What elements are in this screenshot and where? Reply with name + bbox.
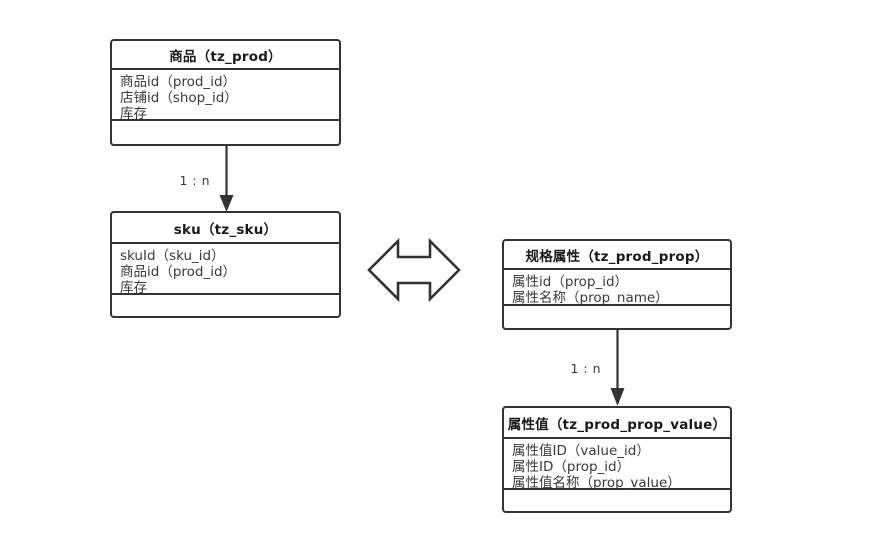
attribute-row: 属性ID（prop_id） (512, 459, 631, 475)
entity-tz-prod-prop[interactable]: 规格属性（tz_prod_prop） 属性id（prop_id） 属性名称（pr… (502, 239, 732, 330)
entity-methods-tz-sku (112, 295, 339, 316)
attribute-row: 库存 (120, 106, 147, 122)
attribute-row: 店铺id（shop_id） (120, 90, 238, 106)
entity-methods-tz-prod (112, 121, 339, 144)
relation-label-prod-to-sku: 1 : n (179, 173, 210, 188)
attribute-row: 库存 (120, 280, 147, 296)
attribute-row: 商品id（prod_id） (120, 264, 237, 280)
entity-tz-prod-prop-value[interactable]: 属性值（tz_prod_prop_value） 属性值ID（value_id） … (502, 406, 732, 513)
attribute-row: 商品id（prod_id） (120, 74, 237, 90)
attribute-row: 属性名称（prop_name） (512, 290, 669, 306)
entity-methods-tz-prod-prop (504, 306, 730, 328)
entity-tz-prod[interactable]: 商品（tz_prod） 商品id（prod_id） 店铺id（shop_id） … (110, 39, 341, 146)
entity-methods-tz-prod-prop-value (504, 490, 730, 511)
entity-title-tz-prod: 商品（tz_prod） (112, 41, 339, 70)
entity-attributes-tz-prod-prop-value: 属性值ID（value_id） 属性ID（prop_id） 属性值名称（prop… (504, 439, 730, 491)
double-headed-arrow-icon (367, 237, 461, 303)
entity-title-tz-prod-prop-value: 属性值（tz_prod_prop_value） (504, 408, 730, 439)
entity-attributes-tz-prod: 商品id（prod_id） 店铺id（shop_id） 库存 (112, 70, 339, 122)
entity-title-tz-sku: sku（tz_sku） (112, 213, 339, 244)
connector-prod-to-sku (219, 144, 234, 212)
connector-prop-to-prop-value (610, 328, 625, 406)
relation-label-prop-to-prop-value: 1 : n (570, 361, 601, 376)
entity-tz-sku[interactable]: sku（tz_sku） skuId（sku_id） 商品id（prod_id） … (110, 211, 341, 318)
attribute-row: skuId（sku_id） (120, 248, 225, 264)
attribute-row: 属性值ID（value_id） (512, 443, 650, 459)
attribute-row: 属性id（prop_id） (512, 274, 629, 290)
entity-attributes-tz-prod-prop: 属性id（prop_id） 属性名称（prop_name） (504, 270, 730, 306)
attribute-row: 属性值名称（prop_value） (512, 475, 681, 491)
entity-title-tz-prod-prop: 规格属性（tz_prod_prop） (504, 241, 730, 270)
entity-attributes-tz-sku: skuId（sku_id） 商品id（prod_id） 库存 (112, 244, 339, 296)
